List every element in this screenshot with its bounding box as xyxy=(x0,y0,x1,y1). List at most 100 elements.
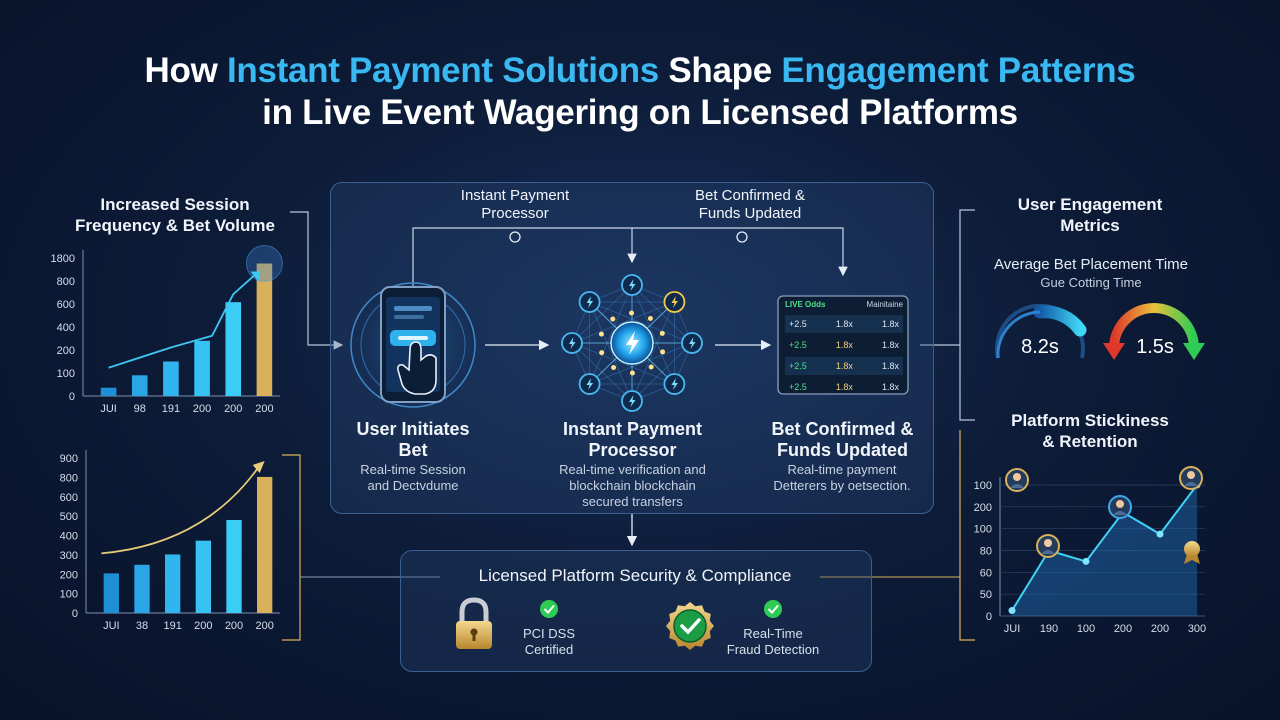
y-tick-label: 60 xyxy=(980,567,992,579)
badge-check xyxy=(680,618,701,635)
node-bolt-icon xyxy=(671,295,678,308)
area-line xyxy=(1011,484,1198,612)
step2-description: Real-time verification and blockchain bl… xyxy=(559,462,706,509)
network-spark xyxy=(648,364,654,370)
node-bolt-icon xyxy=(689,337,696,349)
padlock-icon xyxy=(456,597,492,649)
network-link xyxy=(571,342,675,385)
payment-network-icon xyxy=(561,274,703,412)
odds-cell: 1.8x xyxy=(835,340,853,350)
odds-table-header: LIVE Odds Mainitaine xyxy=(785,300,903,309)
odds-cell: +2.5 xyxy=(789,319,807,329)
phone-tap-icon xyxy=(350,282,476,408)
security-title: Licensed Platform Security & Compliance xyxy=(478,566,792,585)
bar xyxy=(256,263,273,396)
node-bolt-icon xyxy=(569,337,576,349)
x-tick-label: JUI xyxy=(100,403,117,415)
y-tick-label: 0 xyxy=(986,611,992,623)
bar xyxy=(131,375,148,396)
gauge-bet-placement-icon xyxy=(995,303,1087,359)
network-link xyxy=(589,301,633,402)
odds-cell: 1.8x xyxy=(881,319,899,329)
bar xyxy=(165,554,181,613)
network-spark xyxy=(660,349,666,355)
x-tick-label: 200 xyxy=(224,403,242,415)
avatar-icon xyxy=(1179,466,1203,490)
y-tick-label: 0 xyxy=(72,608,78,620)
x-tick-label: 191 xyxy=(163,620,181,632)
odds-cell: 1.8x xyxy=(881,382,899,392)
network-link xyxy=(631,301,675,402)
x-tick-label: 200 xyxy=(255,403,273,415)
node-bolt-icon xyxy=(586,295,594,308)
y-tick-label: 200 xyxy=(57,345,75,357)
y-tick-label: 600 xyxy=(57,299,75,311)
right-connector xyxy=(920,209,975,346)
y-tick-label: 400 xyxy=(60,531,78,543)
y-tick-label: 100 xyxy=(57,368,75,380)
data-point xyxy=(1156,530,1164,538)
odds-cell: +2.5 xyxy=(789,340,807,350)
gauge1-value: 8.2s xyxy=(1021,336,1059,358)
odds-cell: 1.8x xyxy=(881,361,899,371)
trend-arrowhead xyxy=(250,271,261,282)
x-tick-label: 190 xyxy=(1040,623,1058,635)
pci-dss-label: PCI DSS Certified xyxy=(522,626,575,657)
y-tick-label: 50 xyxy=(980,589,992,601)
avatar-icon xyxy=(1108,495,1132,519)
y-tick-label: 200 xyxy=(60,569,78,581)
x-tick-label: 200 xyxy=(225,620,243,632)
bar xyxy=(257,476,273,613)
x-tick-label: 38 xyxy=(136,620,148,632)
x-tick-label: 200 xyxy=(255,620,273,632)
bar xyxy=(100,387,117,396)
metrics-subheading-2: Gue Cotting Time xyxy=(1040,275,1142,290)
node-bolt-icon xyxy=(629,279,636,291)
x-tick-label: 200 xyxy=(1114,623,1132,635)
check-icon-fraud xyxy=(764,600,782,618)
fraud-detection-label: Real-Time Fraud Detection xyxy=(726,626,820,657)
network-link xyxy=(631,284,675,385)
x-tick-label: 200 xyxy=(193,403,211,415)
bar xyxy=(134,564,150,613)
left-top-connector xyxy=(290,211,344,350)
y-tick-label: 100 xyxy=(974,524,992,536)
left-bottom-connector xyxy=(282,454,301,641)
network-link xyxy=(589,284,633,385)
network-link xyxy=(589,301,693,344)
y-tick-label: 200 xyxy=(974,502,992,514)
y-tick-label: 400 xyxy=(57,322,75,334)
network-spark xyxy=(610,316,616,322)
network-spark xyxy=(611,365,617,371)
flow-top-label-confirmed: Bet Confirmed & Funds Updated xyxy=(694,187,806,222)
y-tick-label: 800 xyxy=(57,276,75,288)
x-tick-label: 200 xyxy=(1151,623,1169,635)
avatar-icon xyxy=(1005,468,1029,492)
network-spark xyxy=(629,370,635,376)
step3-title: Bet Confirmed & Funds Updated xyxy=(771,419,914,460)
x-tick-label: 98 xyxy=(134,403,146,415)
y-tick-label: 600 xyxy=(60,492,78,504)
network-spark xyxy=(659,330,665,336)
step1-title: User Initiates Bet xyxy=(356,419,470,460)
network-link xyxy=(589,342,693,385)
x-tick-label: 200 xyxy=(194,620,212,632)
bar xyxy=(225,302,242,396)
y-tick-label: 300 xyxy=(60,550,78,562)
y-tick-label: 500 xyxy=(60,511,78,523)
odds-cell: 1.8x xyxy=(835,319,853,329)
odds-cell: +2.5 xyxy=(789,361,807,371)
avatar-icon xyxy=(1036,534,1060,558)
stickiness-heading: Platform Stickiness & Retention xyxy=(1011,411,1169,451)
node-bolt-icon xyxy=(586,378,594,391)
x-tick-label: JUI xyxy=(103,620,120,632)
bar xyxy=(195,540,211,613)
bar xyxy=(194,340,210,396)
